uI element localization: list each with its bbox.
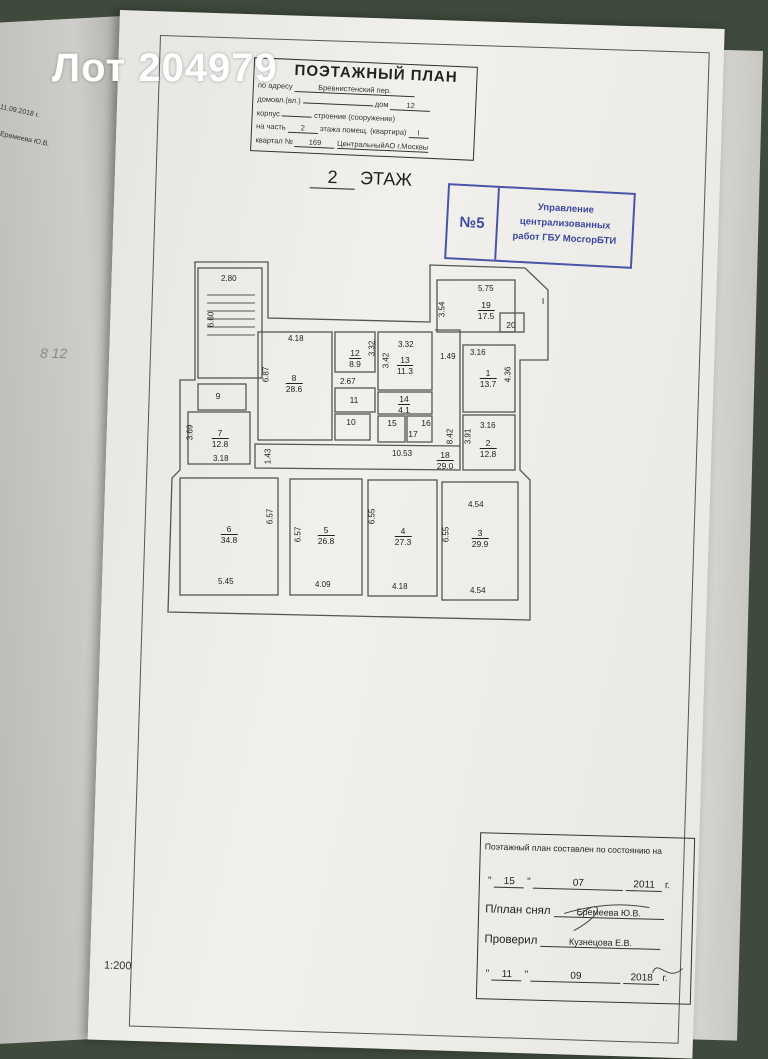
dim: 8.42	[445, 428, 455, 445]
dim: 10.53	[392, 449, 413, 458]
dim: 3.69	[185, 424, 195, 441]
room-10: 10	[346, 417, 356, 427]
dim: 4.09	[315, 580, 331, 589]
dim: 5.45	[218, 577, 234, 586]
dim: 4.54	[468, 500, 484, 509]
d1-day: 15	[494, 875, 525, 889]
dim: 3.32	[398, 340, 414, 349]
room-i: I	[541, 296, 545, 306]
dim: 6.55	[441, 526, 451, 543]
footer-box: Поэтажный план составлен по состоянию на…	[475, 832, 696, 1005]
checked-label: Проверил	[484, 933, 538, 947]
dim: 6.55	[367, 508, 377, 525]
scale-label: 1:200	[103, 959, 132, 973]
walls	[167, 261, 549, 621]
dim: 4.18	[392, 582, 408, 591]
taken-label: П/план снял	[485, 903, 551, 918]
dim: 3.18	[213, 454, 229, 463]
dim: 3.91	[463, 428, 473, 445]
dim: 3.32	[367, 340, 377, 357]
dim: 4.54	[470, 586, 486, 595]
room-11: 11	[349, 395, 359, 405]
dim: 3.16	[480, 421, 496, 430]
dim: 1.49	[440, 352, 456, 361]
dim: 4.36	[503, 366, 513, 383]
stairs	[207, 294, 255, 336]
footer-heading: Поэтажный план составлен по состоянию на	[484, 841, 663, 856]
dim: 6.57	[265, 508, 275, 525]
dim: 2.67	[340, 377, 356, 386]
signatures	[563, 904, 684, 974]
room-17: 17	[408, 429, 418, 439]
room-9: 9	[215, 391, 221, 401]
dim: 6.57	[293, 526, 303, 543]
dim: 6.87	[261, 366, 271, 383]
lot-overlay-title: Лот 204979	[52, 46, 278, 90]
room-15: 15	[387, 418, 397, 428]
d2-day: 11	[491, 968, 522, 982]
room-20: 20	[506, 320, 516, 330]
room-16: 16	[421, 418, 431, 428]
dim: 3.16	[470, 348, 486, 357]
left-page-note: 8 12	[40, 345, 68, 361]
dim: 2.80	[221, 274, 237, 283]
dim: 6.60	[206, 311, 216, 328]
dim: 3.54	[437, 301, 447, 318]
dim: 5.75	[478, 284, 494, 293]
floor-plan	[167, 261, 549, 621]
dim: 1.43	[263, 448, 273, 465]
dim: 4.18	[288, 334, 304, 343]
dim: 3.42	[381, 352, 391, 369]
